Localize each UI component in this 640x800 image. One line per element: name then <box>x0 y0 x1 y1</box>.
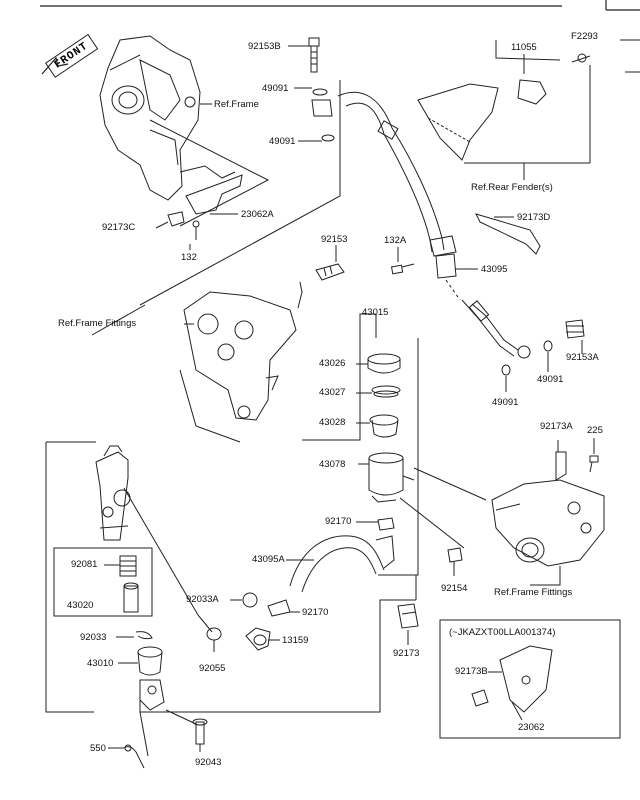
label-43078: 43078 <box>319 459 346 470</box>
label-49091-low: 49091 <box>492 397 519 408</box>
ref-rear-fender: Ref.Rear Fender(s) <box>471 182 553 193</box>
frame-part <box>99 35 236 201</box>
rear-fender <box>417 53 591 161</box>
label-43026: 43026 <box>319 358 346 369</box>
label-225: 225 <box>587 425 603 436</box>
diagram-code: F2293 <box>571 31 598 42</box>
circlip-92033A <box>242 592 258 608</box>
label-550: 550 <box>90 743 106 754</box>
inset-serial-note: (~JKAZXT00LLA001374) <box>449 627 556 638</box>
frame-fittings-right <box>491 479 605 567</box>
label-92055: 92055 <box>199 663 226 674</box>
label-92043: 92043 <box>195 757 222 768</box>
label-92170-top: 92170 <box>325 516 352 527</box>
label-13159: 13159 <box>282 635 309 646</box>
label-43095: 43095 <box>481 264 508 275</box>
pin-550 <box>123 744 145 769</box>
oring-92055 <box>206 627 222 641</box>
label-49091-mid: 49091 <box>269 136 296 147</box>
pin-92043 <box>192 718 208 745</box>
label-92173B: 92173B <box>455 666 488 677</box>
reservoir-cap-43026 <box>367 353 401 374</box>
label-92170-low: 92170 <box>302 607 329 618</box>
clamp-92173 <box>397 603 419 629</box>
label-92173C: 92173C <box>102 222 136 233</box>
label-92173: 92173 <box>393 648 420 659</box>
banjo-92153A <box>501 319 585 376</box>
circlip-92033 <box>135 631 153 640</box>
clamp-92173D <box>475 213 541 255</box>
fitting-13159 <box>245 627 271 651</box>
master-cylinder-43020 <box>95 445 131 541</box>
label-132: 132 <box>181 252 197 263</box>
bolt-225 <box>589 455 599 473</box>
label-43028: 43028 <box>319 417 346 428</box>
clamp-92170-low <box>267 599 291 617</box>
label-92033A: 92033A <box>186 594 219 605</box>
label-49091-right: 49091 <box>537 374 564 385</box>
reservoir-43078 <box>368 452 415 503</box>
label-92153: 92153 <box>321 234 348 245</box>
label-11055: 11055 <box>511 42 537 53</box>
hose-43095A <box>289 535 395 593</box>
bracket-23062A <box>167 174 243 240</box>
clamp-92173A <box>555 440 567 481</box>
front-arrow-icon <box>41 56 69 75</box>
diaphragm-43027 <box>371 385 401 398</box>
label-92173D: 92173D <box>517 212 551 223</box>
label-43010: 43010 <box>87 658 114 669</box>
label-132A: 132A <box>384 235 407 246</box>
label-92153B: 92153B <box>248 41 281 52</box>
ref-frame-fittings-right: Ref.Frame Fittings <box>494 587 573 598</box>
hose-43095 <box>337 91 531 359</box>
label-92153A: 92153A <box>566 352 599 363</box>
label-43020: 43020 <box>67 600 94 611</box>
inset-frame <box>439 619 621 739</box>
clamp-92170-top <box>377 517 395 531</box>
label-43015: 43015 <box>362 307 389 318</box>
label-92081: 92081 <box>71 559 98 570</box>
label-43095A: 43095A <box>252 554 285 565</box>
label-49091-top: 49091 <box>262 83 289 94</box>
plate-43028 <box>369 414 399 438</box>
spring-92081 <box>119 555 139 613</box>
label-92033: 92033 <box>80 632 107 643</box>
label-92173A: 92173A <box>540 421 573 432</box>
ref-frame-fittings-left: Ref.Frame Fittings <box>58 318 137 329</box>
label-23062A: 23062A <box>241 209 274 220</box>
banjo-92153B <box>308 37 335 142</box>
frame-fittings-left <box>183 291 297 421</box>
label-23062: 23062 <box>518 722 545 733</box>
bracket-23062 <box>471 645 553 713</box>
label-92154: 92154 <box>441 583 468 594</box>
piston-43010 <box>137 646 165 711</box>
label-43027: 43027 <box>319 387 346 398</box>
bolt-92154 <box>447 547 463 576</box>
ref-frame: Ref.Frame <box>214 99 259 110</box>
